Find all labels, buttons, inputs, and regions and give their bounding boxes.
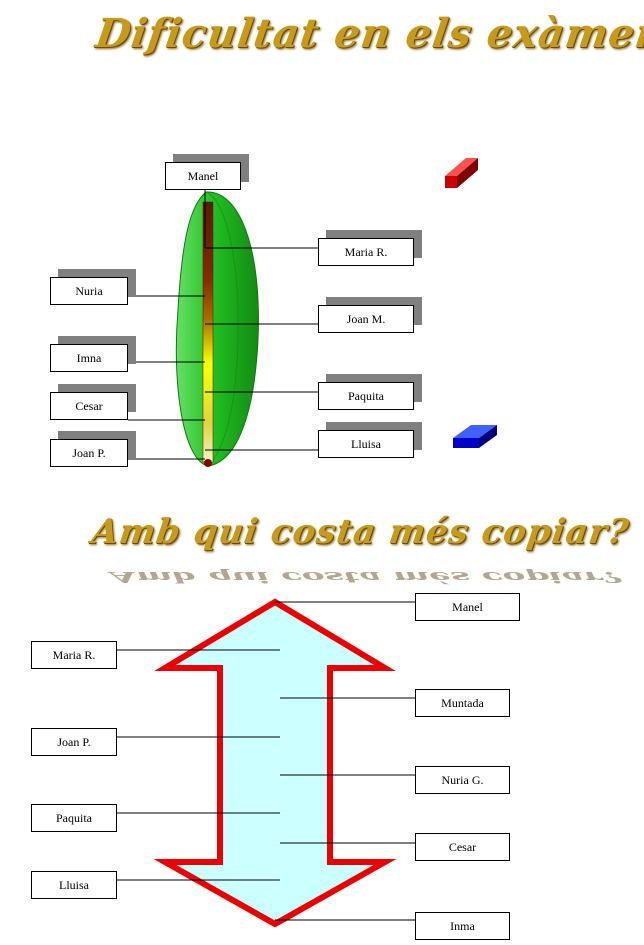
bottom-label-muntada: Muntada — [415, 689, 510, 717]
bottom-label-cesar: Cesar — [415, 833, 510, 861]
top-label-joan-m: Joan M. — [318, 305, 414, 333]
top-label-manel: Manel — [165, 162, 241, 190]
bottom-label-paquita: Paquita — [31, 804, 117, 832]
bottom-label-maria-r: Maria R. — [31, 641, 117, 669]
top-label-nuria: Nuria — [50, 277, 128, 305]
top-label-maria-r: Maria R. — [318, 238, 414, 266]
top-label-lluisa: Lluisa — [318, 430, 414, 458]
leaf-shape — [175, 191, 259, 467]
top-label-imna: Imna — [50, 344, 128, 372]
bottom-label-inma: Inma — [415, 912, 510, 940]
blue-marker — [453, 425, 497, 448]
top-label-paquita: Paquita — [318, 382, 414, 410]
bottom-label-joan-p: Joan P. — [31, 728, 117, 756]
top-label-joan-p: Joan P. — [50, 439, 128, 467]
top-label-cesar: Cesar — [50, 392, 128, 420]
red-marker — [445, 158, 478, 188]
bottom-label-manel: Manel — [415, 593, 520, 621]
bottom-label-nuria-g: Nuria G. — [415, 766, 510, 794]
bottom-label-lluisa: Lluisa — [31, 871, 117, 899]
